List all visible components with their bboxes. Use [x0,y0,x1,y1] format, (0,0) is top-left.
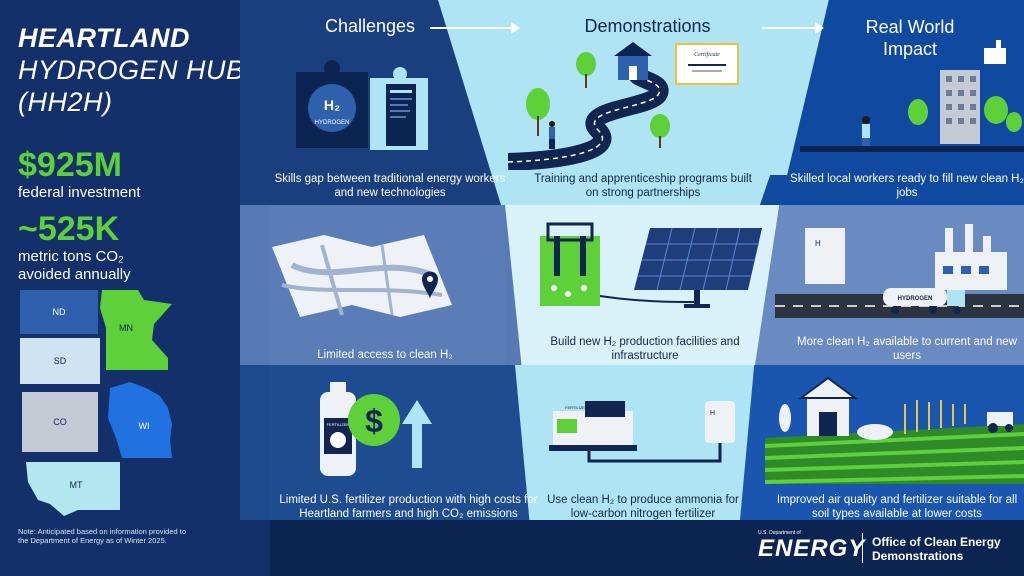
truck-plant-illustration: H HYDROGEN [775,224,1024,318]
challenge-2-caption: Limited access to clean H₂ [317,349,453,361]
state-mn-shape [100,290,172,370]
title-line-1: HEARTLAND [18,23,190,53]
challenge-1-caption: Skills gap between traditional energy wo… [274,173,506,199]
office-name: Office of Clean Energy Demonstrations [872,535,1001,563]
arrow-2-icon [762,22,824,34]
demonstration-3-caption: Use clean H₂ to produce ammonia for low-… [547,494,739,520]
challenge-3-caption: Limited U.S. fertilizer production with … [279,494,538,520]
footnote: Note: Anticipated based on information p… [18,527,187,545]
impact-3-caption: Improved air quality and fertilizer suit… [776,494,1018,520]
plant-fertilizer-text: FERTILIZER [565,405,588,410]
electrolyzer-solar-illustration [540,222,762,308]
impact-2-caption: More clean H₂ available to current and n… [797,336,1017,362]
doe-small-text: U.S. Department of [758,530,801,536]
state-wi-shape [108,382,172,458]
header-impact-line2: Impact [882,39,938,59]
state-nd: ND [20,290,98,334]
workers-city-illustration [800,40,1024,152]
impact-row1-bg [780,0,1024,205]
footer-bar [270,520,1024,576]
header-impact: Real World Impact [835,16,985,60]
farm-illustration [765,376,1024,484]
map-pin-illustration [272,235,452,317]
hydrogen-icon-text: HYDROGEN [315,120,350,126]
title-line-3: (HH2H) [18,87,113,117]
challenge-row3-bg [270,365,540,520]
road-illustration: Certificate [508,42,739,170]
investment-label: federal investment [18,184,141,201]
arrow-1-icon [430,22,520,34]
demonstration-1-caption: Training and apprenticeship programs bui… [534,173,752,199]
logo-divider [862,533,863,563]
dollar-icon: $ [365,403,383,439]
tank-h-text: H [815,239,821,248]
ammonia-tank-h-text: H [710,410,715,417]
state-mn: MN [119,323,133,333]
investment-value: $925M [18,146,122,184]
fertilizer-label-text: FERTILIZER [327,422,350,427]
truck-label-text: HYDROGEN [898,296,933,302]
header-impact-line1: Real World [865,17,955,37]
title-line-2: HYDROGEN HUB [18,55,245,85]
co2-label-2: avoided annually [18,266,131,283]
hub-title: HEARTLAND HYDROGEN HUB (HH2H) [18,22,245,118]
office-line-1: Office of Clean Energy [872,535,1001,549]
fertilizer-cost-illustration: FERTILIZER $ [320,382,432,476]
office-line-2: Demonstrations [872,549,964,563]
co2-value: ~525K [18,210,120,248]
state-co: CO [22,392,98,452]
doe-logo: ENERGY [758,535,866,562]
state-mt-shape [26,462,120,516]
co2-label-1: metric tons CO₂ [18,248,124,265]
demonstration-2-caption: Build new H₂ production facilities and i… [550,336,740,362]
state-sd: SD [20,338,100,384]
header-demonstrations: Demonstrations [584,16,711,36]
ammonia-plant-illustration: FERTILIZER H [549,401,735,463]
state-wi: WI [138,421,150,431]
impact-1-caption: Skilled local workers ready to fill new … [790,173,1024,199]
h2-icon-text: H₂ [324,97,340,113]
left-panel: HEARTLAND HYDROGEN HUB (HH2H) $925M fede… [0,0,270,576]
puzzle-illustration: H₂ HYDROGEN [296,60,428,150]
header-challenges: Challenges [324,16,416,36]
state-mt: MT [69,480,83,490]
certificate-text: Certificate [694,51,720,58]
